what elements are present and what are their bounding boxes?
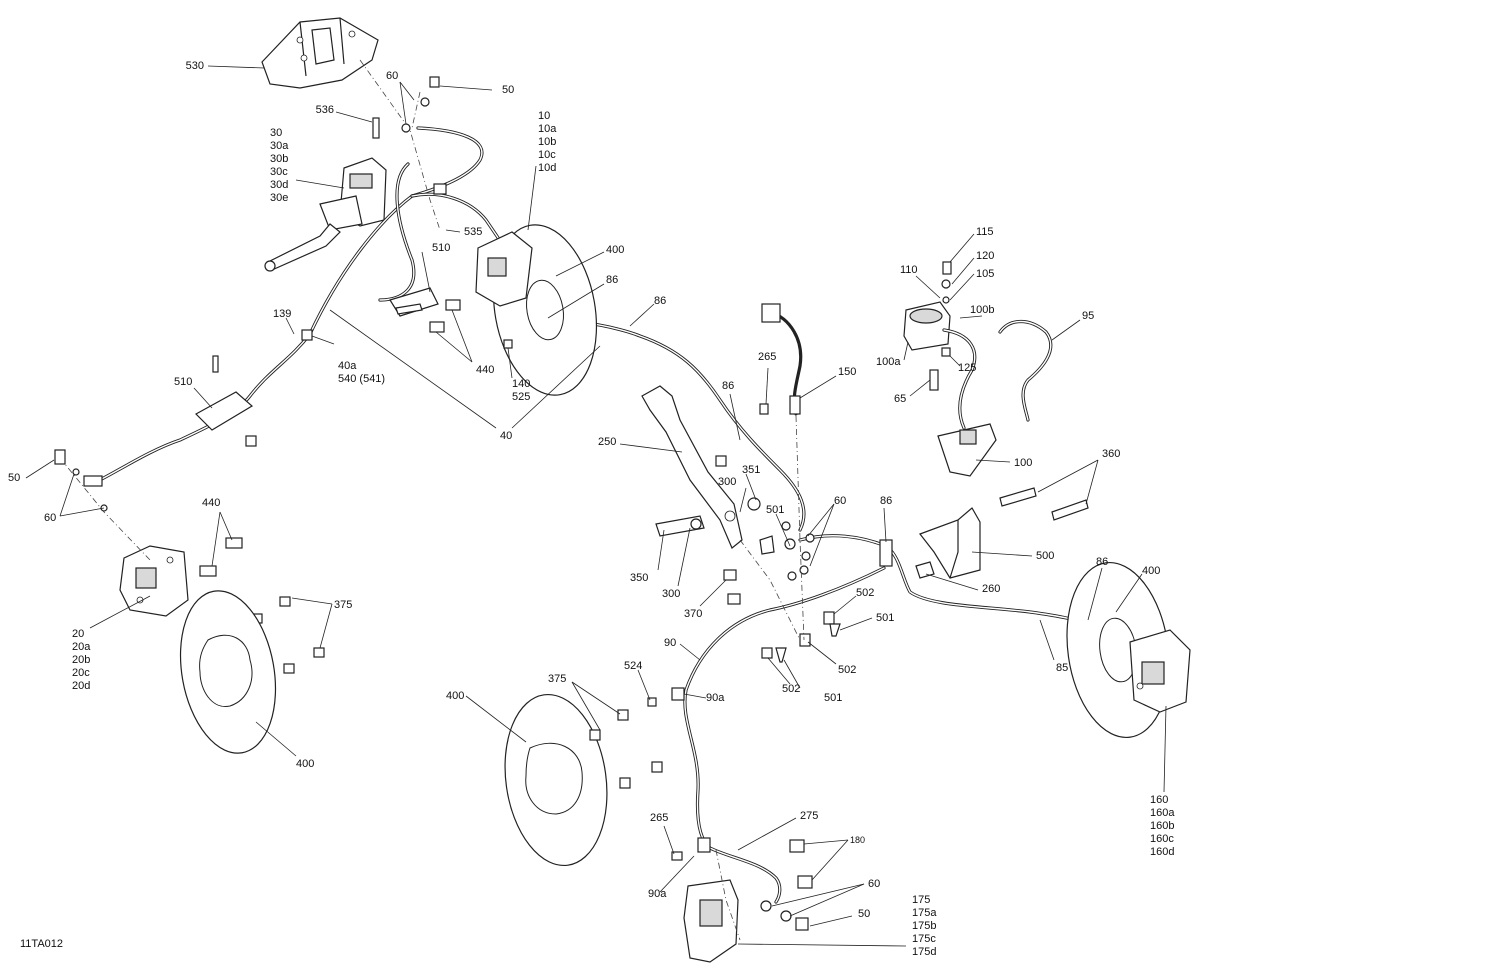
callout-260: 260 xyxy=(982,583,1001,595)
callout-85: 85 xyxy=(1056,662,1069,674)
callout-400-right: 400 xyxy=(1142,565,1161,577)
callout-110: 110 xyxy=(900,264,918,276)
callout-180: 180 xyxy=(850,835,866,845)
callout-60-left: 60 xyxy=(44,512,57,524)
callout-510-upper: 510 xyxy=(432,242,451,254)
rear-left-caliper xyxy=(671,839,813,963)
callout-86-a: 86 xyxy=(606,274,619,286)
callout-95: 95 xyxy=(1082,310,1095,322)
brake-disc-left xyxy=(179,590,277,754)
callout-400-lower: 400 xyxy=(446,690,465,702)
brake-disc-front-right xyxy=(429,224,598,396)
callout-502-c: 502 xyxy=(782,683,801,695)
callout-150: 150 xyxy=(838,366,857,378)
callout-86-d: 86 xyxy=(880,495,893,507)
callout-10-group: 10 10a 10b 10c 10d xyxy=(538,110,557,174)
callout-501-mid: 501 xyxy=(876,612,895,624)
master-cylinder-lever xyxy=(264,157,387,272)
callout-400-left: 400 xyxy=(296,758,315,770)
callout-300-upper: 300 xyxy=(718,476,737,488)
callout-120: 120 xyxy=(976,250,995,262)
callout-265-lower: 265 xyxy=(650,812,669,824)
callout-502-b: 502 xyxy=(838,664,857,676)
pressure-sensor xyxy=(761,303,803,416)
callout-265-upper: 265 xyxy=(758,351,777,363)
callout-100: 100 xyxy=(1014,457,1033,469)
callout-175-group: 175 175a 175b 175c 175d xyxy=(912,894,937,958)
callout-100b: 100b xyxy=(970,304,995,316)
callout-160-group: 160 160a 160b 160c 160d xyxy=(1150,794,1175,858)
callout-360: 360 xyxy=(1102,448,1121,460)
callout-536: 536 xyxy=(315,104,334,116)
callout-50-left: 50 xyxy=(8,472,21,484)
bolts-360 xyxy=(999,487,1089,521)
callout-86-b: 86 xyxy=(654,295,667,307)
hose-bracket-510-lower xyxy=(195,355,257,447)
callout-350: 350 xyxy=(630,572,649,584)
callout-501-upper: 501 xyxy=(766,504,785,516)
callout-100a: 100a xyxy=(876,356,901,368)
rear-brake-reservoir xyxy=(903,261,1053,477)
callout-300-lower: 300 xyxy=(662,588,681,600)
rear-bracket xyxy=(915,507,981,579)
figure-reference-code: 11TA012 xyxy=(20,938,64,950)
callout-40: 40 xyxy=(500,430,513,442)
leader-lines xyxy=(25,65,1167,947)
callout-30-group: 30 30a 30b 30c 30d 30e xyxy=(270,127,289,204)
banjo-bolt-upper xyxy=(372,76,440,139)
callout-86-c: 86 xyxy=(722,380,735,392)
rear-left-disc xyxy=(504,693,663,867)
hose-bracket-510-upper xyxy=(389,287,439,317)
callout-501-lower: 501 xyxy=(824,692,843,704)
callout-440-upper: 440 xyxy=(476,364,495,376)
callout-40a-540: 40a 540 (541) xyxy=(338,360,386,385)
callout-50-lower: 50 xyxy=(858,908,871,920)
callout-440-lower: 440 xyxy=(202,497,221,509)
callout-90a-upper: 90a xyxy=(706,692,725,704)
callout-90a-lower: 90a xyxy=(648,888,667,900)
callout-510-lower: 510 xyxy=(174,376,193,388)
callout-502-a: 502 xyxy=(856,587,875,599)
callout-375-left: 375 xyxy=(334,599,353,611)
callout-105: 105 xyxy=(976,268,995,280)
callout-50-upper: 50 xyxy=(502,84,515,96)
callout-140-525: 140 525 xyxy=(512,378,531,403)
front-left-caliper xyxy=(119,537,243,617)
callout-86-e: 86 xyxy=(1096,556,1109,568)
callout-400-upper: 400 xyxy=(606,244,625,256)
callout-500: 500 xyxy=(1036,550,1055,562)
callout-375-lower: 375 xyxy=(548,673,567,685)
callout-60-pedal: 60 xyxy=(834,495,847,507)
pedal-fittings xyxy=(761,521,841,663)
callout-530: 530 xyxy=(185,60,204,72)
callout-250: 250 xyxy=(598,436,617,448)
callout-535: 535 xyxy=(464,226,483,238)
rear-right-disc-caliper xyxy=(1066,561,1191,739)
callout-370: 370 xyxy=(684,608,703,620)
callout-60-upper: 60 xyxy=(386,70,399,82)
callout-60-lower: 60 xyxy=(868,878,881,890)
callout-90: 90 xyxy=(664,637,677,649)
callout-524: 524 xyxy=(624,660,643,672)
brake-pedal xyxy=(641,385,775,605)
callout-20-group: 20 20a 20b 20c 20d xyxy=(72,628,91,692)
callout-125: 125 xyxy=(958,362,977,374)
front-brake-hose-40 xyxy=(83,126,806,532)
handlebar-bracket xyxy=(261,17,379,89)
callout-275: 275 xyxy=(800,810,819,822)
callout-115: 115 xyxy=(976,226,994,238)
callout-351: 351 xyxy=(742,464,761,476)
callout-139: 139 xyxy=(273,308,292,320)
callout-65: 65 xyxy=(894,393,907,405)
rear-brake-hose-90 xyxy=(647,566,886,904)
